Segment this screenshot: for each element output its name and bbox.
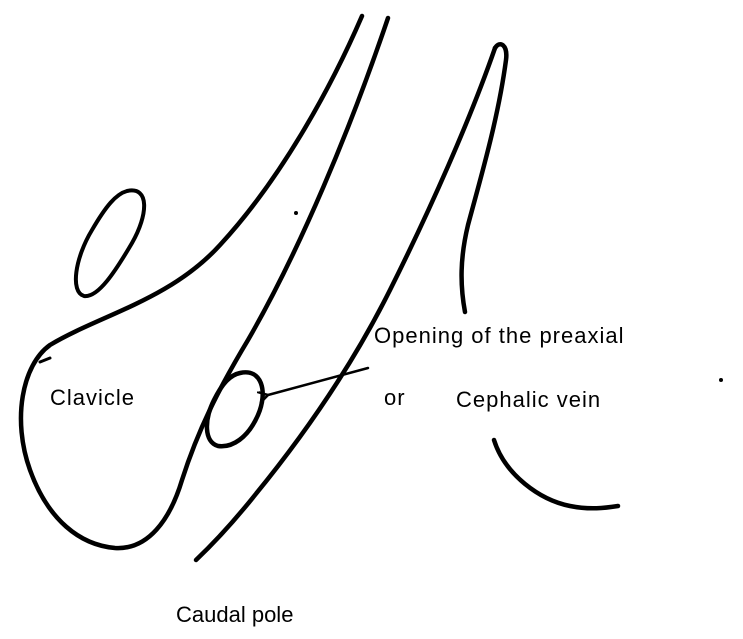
opening-label-line1: Opening of the preaxial: [374, 323, 625, 348]
opening-label-or: or: [384, 385, 406, 410]
pointer-arrow: [268, 368, 368, 395]
stray-dot: [719, 378, 723, 382]
clavicle-tick-mark: [40, 358, 50, 362]
lower-right-curve: [494, 440, 618, 508]
clavicle-label: Clavicle: [50, 385, 135, 410]
opening-label-line2: Cephalic vein: [456, 387, 601, 412]
stray-dot: [294, 211, 298, 215]
upper-oval-outline: [76, 190, 144, 296]
caudal-pole-label: Caudal pole: [176, 602, 293, 627]
inner-boundary-curve: [196, 48, 495, 560]
opening-oval-outline: [207, 372, 263, 446]
